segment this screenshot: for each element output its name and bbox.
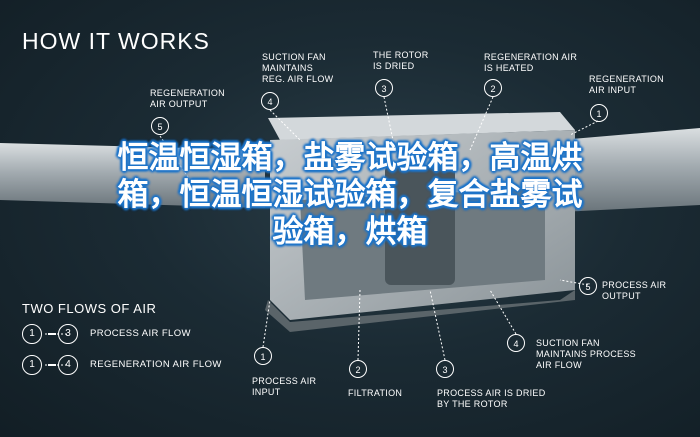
page-title: HOW IT WORKS (22, 28, 210, 54)
callout-number: 1 (254, 347, 272, 365)
unit-top (268, 112, 575, 140)
callout-number: 2 (484, 79, 502, 97)
callout-label-regen-air-output: REGENERATION AIR OUTPUT (150, 88, 225, 109)
rotor (385, 165, 455, 285)
unit-base (265, 290, 575, 332)
callout-label-process-air-output: PROCESS AIR OUTPUT (602, 280, 667, 301)
callout-label-regen-air-input: REGENERATION AIR INPUT (589, 74, 664, 95)
legend-title: TWO FLOWS OF AIR (22, 301, 157, 316)
callout-number: 4 (261, 92, 279, 110)
callout-number: 2 (349, 360, 367, 378)
legend-to-number: 3 (58, 324, 78, 344)
legend-to-number: 4 (58, 355, 78, 375)
legend-dash (48, 364, 56, 366)
callout-label-process-air-dried: PROCESS AIR IS DRIED BY THE ROTOR (437, 388, 546, 409)
legend-row-process: 1 3 PROCESS AIR FLOW (22, 324, 282, 344)
legend-row-regeneration: 1 4 REGENERATION AIR FLOW (22, 355, 282, 375)
callout-label-suction-fan-regen: SUCTION FAN MAINTAINS REG. AIR FLOW (262, 52, 334, 84)
callout-label-suction-fan-process: SUCTION FAN MAINTAINS PROCESS AIR FLOW (536, 338, 636, 370)
callout-number: 3 (436, 360, 454, 378)
callout-number: 5 (579, 277, 597, 295)
left-duct (0, 143, 265, 208)
legend-from-number: 1 (22, 355, 42, 375)
callout-number: 3 (375, 79, 393, 97)
callout-label-process-air-input: PROCESS AIR INPUT (252, 376, 317, 397)
callout-label-rotor-dried: THE ROTOR IS DRIED (373, 50, 429, 71)
callout-number: 5 (151, 117, 169, 135)
callout-number: 4 (507, 334, 525, 352)
legend-dash (48, 333, 56, 335)
callout-label-filtration: FILTRATION (348, 388, 403, 398)
legend-from-number: 1 (22, 324, 42, 344)
callout-number: 1 (590, 104, 608, 122)
overlay-watermark-text: 恒温恒湿箱，盐雾试验箱，高温烘箱，恒温恒湿试验箱，复合盐雾试验箱，烘箱 (117, 140, 583, 250)
legend-label: REGENERATION AIR FLOW (90, 359, 222, 370)
callout-label-regen-air-heated: REGENERATION AIR IS HEATED (484, 52, 578, 73)
legend-label: PROCESS AIR FLOW (90, 328, 191, 339)
right-duct (560, 128, 700, 212)
